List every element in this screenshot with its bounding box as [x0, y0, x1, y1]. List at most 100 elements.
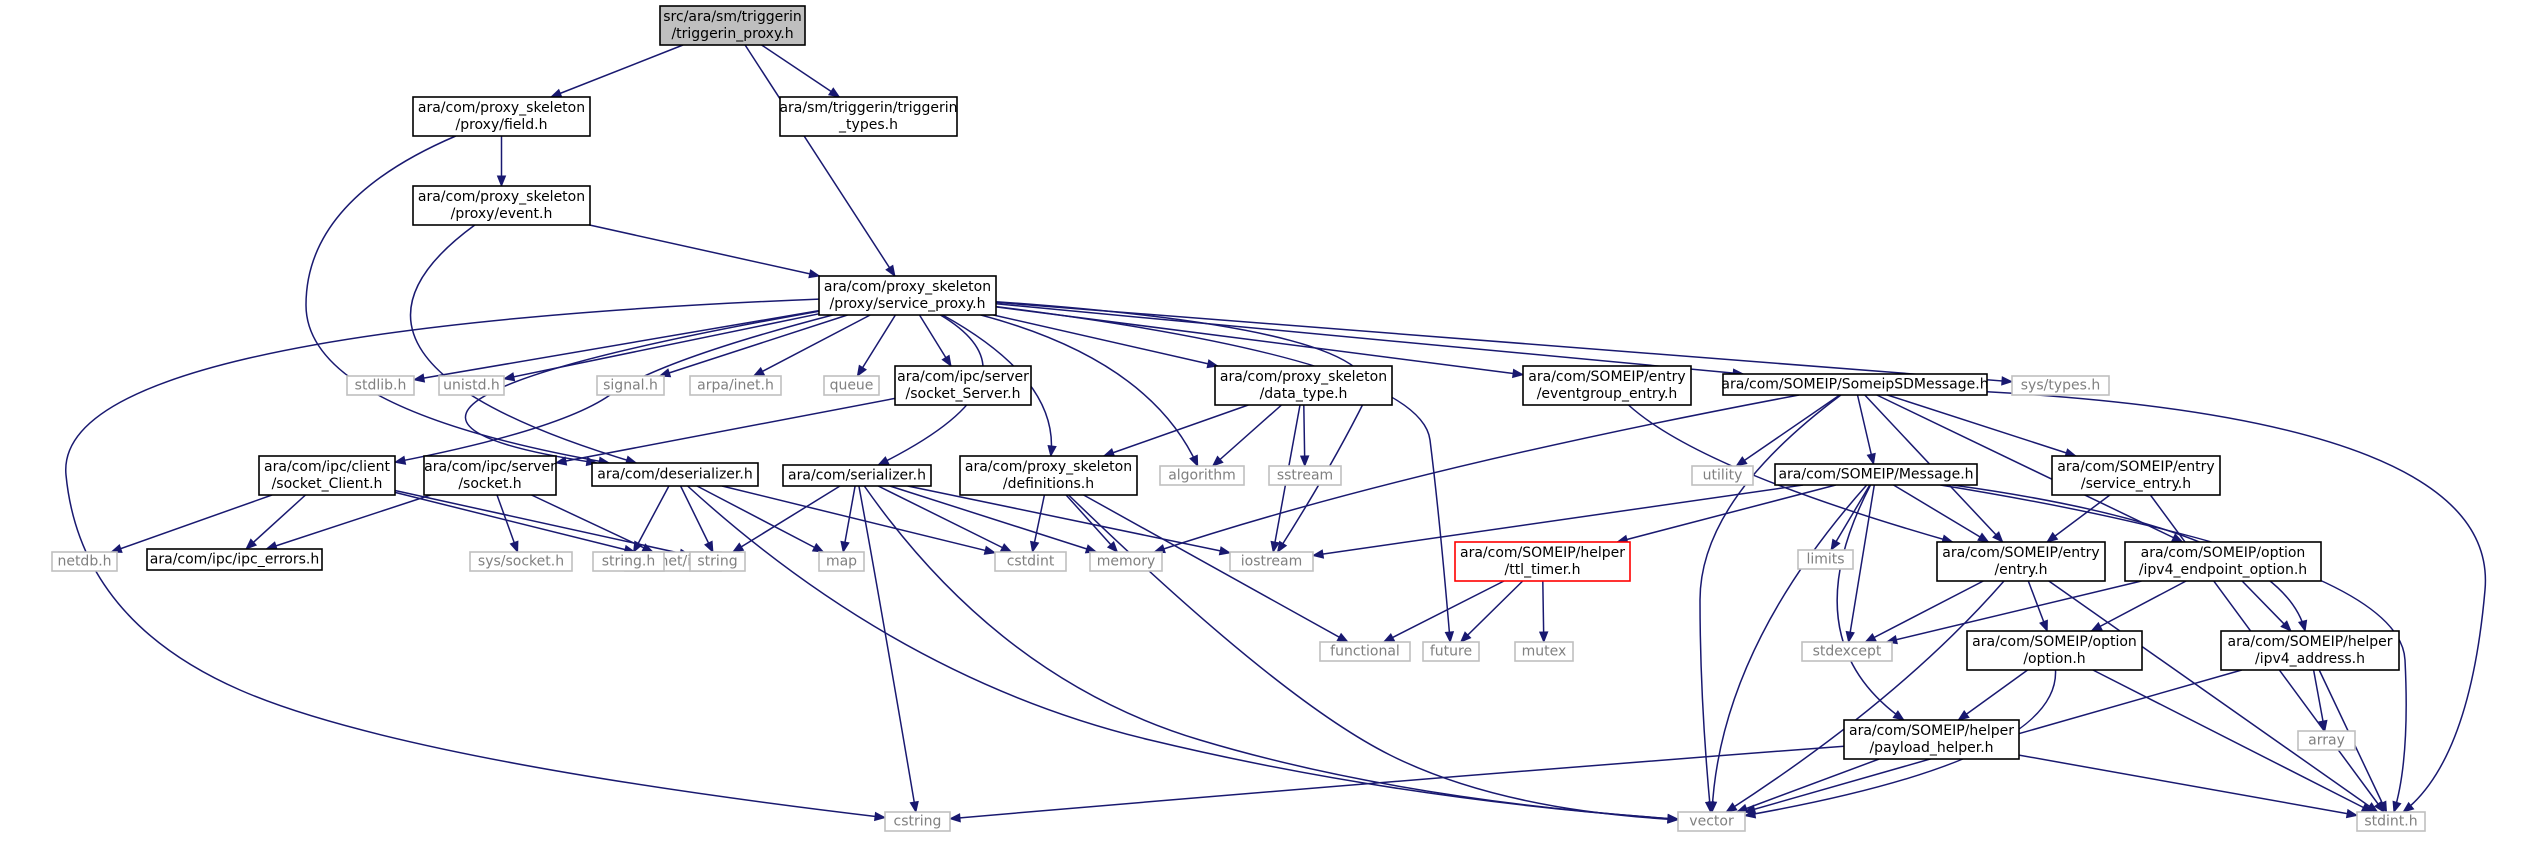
node-deserializer[interactable]: ara/com/deserializer.h: [591, 462, 759, 487]
node-payload-helper[interactable]: ara/com/SOMEIP/helper/payload_helper.h: [1843, 719, 2020, 760]
edge-option-to-payload_helper: [1957, 669, 2029, 721]
node-option[interactable]: ara/com/SOMEIP/option/option.h: [1966, 630, 2143, 671]
node-box: [51, 551, 118, 572]
node-label-line: sys/types.h: [2021, 378, 2100, 394]
edge-arrowhead: [2402, 801, 2415, 813]
edge-someipsd-to-service_entry: [1887, 394, 2077, 457]
edge-someipsd-to-message: [1856, 394, 1875, 465]
edge-arrowhead: [999, 543, 1013, 553]
edge-arrowhead: [393, 455, 407, 465]
edge-field-to-deserializer: [305, 135, 610, 464]
node-label-line: limits: [1806, 552, 1844, 568]
edge-arrowhead: [909, 800, 919, 814]
edge-arrowhead: [1047, 445, 1057, 458]
node-label-line: algorithm: [1168, 468, 1236, 484]
node-label-line: /socket_Server.h: [906, 386, 1021, 402]
edge-serializer-to-cstdint: [877, 485, 1012, 553]
node-label-line: /proxy/field.h: [455, 117, 547, 133]
edge-arrowhead: [1735, 456, 1748, 467]
node-box: [1159, 465, 1245, 486]
edge-arrowhead: [941, 354, 952, 368]
edge-data_type-to-algorithm: [1212, 404, 1282, 467]
node-triggerin-types[interactable]: ara/sm/triggerin/triggerin_types.h: [779, 96, 958, 137]
node-ipv4-endpoint[interactable]: ara/com/SOMEIP/option/ipv4_endpoint_opti…: [2124, 541, 2322, 582]
node-box: [818, 551, 865, 572]
edge-event-to-service_proxy: [589, 224, 820, 277]
node-box: [959, 455, 1138, 496]
node-box: [1936, 541, 2106, 582]
node-box: [659, 5, 806, 46]
node-message[interactable]: ara/com/SOMEIP/Message.h: [1774, 463, 1978, 486]
node-eventgroup-entry[interactable]: ara/com/SOMEIP/entry/eventgroup_entry.h: [1522, 365, 1692, 406]
node-label-line: mutex: [1522, 644, 1567, 660]
edge-service_entry-to-entry: [2046, 494, 2111, 543]
edge-message-to-stdint: [1940, 484, 2407, 813]
node-service-entry[interactable]: ara/com/SOMEIP/entry/service_entry.h: [2051, 455, 2221, 496]
edge-arrowhead: [658, 368, 672, 378]
node-socket-server[interactable]: ara/com/ipc/server/socket_Server.h: [894, 365, 1032, 406]
edge-message-to-iostream: [1312, 484, 1804, 557]
node-memory: memory: [1089, 551, 1163, 572]
edge-arrowhead: [1538, 631, 1549, 644]
node-service-proxy[interactable]: ara/com/proxy_skeleton/proxy/service_pro…: [818, 275, 997, 316]
edge-entry-to-vector: [1725, 580, 2005, 813]
node-ttl-timer[interactable]: ara/com/SOMEIP/helper/ttl_timer.h: [1454, 541, 1631, 582]
node-label-line: ara/com/SOMEIP/option: [2141, 545, 2306, 561]
edge-arrowhead: [2090, 621, 2103, 632]
edge-arrowhead: [752, 366, 766, 377]
node-serializer[interactable]: ara/com/serializer.h: [782, 464, 932, 487]
node-data-type[interactable]: ara/com/proxy_skeleton/data_type.h: [1214, 365, 1393, 406]
edge-arrowhead: [1029, 540, 1040, 554]
node-label-line: arpa/inet.h: [697, 378, 774, 394]
node-signal: signal.h: [596, 375, 665, 396]
node-label-line: ara/com/proxy_skeleton: [965, 459, 1132, 475]
edge-service_proxy-to-sys_types: [995, 301, 2013, 383]
edge-socket_server-to-ipc_socket: [555, 397, 896, 464]
node-field[interactable]: ara/com/proxy_skeleton/proxy/field.h: [412, 96, 591, 137]
edge-arrowhead: [245, 538, 258, 550]
edge-service_proxy-to-future: [995, 305, 1451, 643]
node-box: [423, 455, 557, 496]
node-event[interactable]: ara/com/proxy_skeleton/proxy/event.h: [412, 185, 591, 226]
edge-event-to-deserializer: [409, 224, 637, 464]
edge-root-to-service_proxy: [744, 44, 896, 277]
edge-arrowhead: [1276, 540, 1288, 554]
node-ipv4-address[interactable]: ara/com/SOMEIP/helper/ipv4_address.h: [2220, 630, 2400, 671]
edge-data_type-to-definitions: [1103, 404, 1249, 457]
node-ipc-errors[interactable]: ara/com/ipc/ipc_errors.h: [146, 548, 323, 571]
node-box: [1677, 811, 1746, 832]
node-label-line: /payload_helper.h: [1869, 740, 1993, 756]
edge-arrowhead: [2280, 620, 2292, 632]
edge-entry-to-stdexcept: [1865, 580, 1984, 643]
node-label-line: /ttl_timer.h: [1504, 562, 1580, 578]
node-label-line: functional: [1330, 644, 1400, 660]
node-someipsd[interactable]: ara/com/SOMEIP/SomeipSDMessage.h: [1721, 373, 1989, 396]
edge-arrowhead: [1957, 710, 1970, 721]
node-utility: utility: [1691, 465, 1754, 486]
node-array: array: [2297, 730, 2356, 751]
node-ipc-socket[interactable]: ara/com/ipc/server/socket.h: [423, 455, 557, 496]
edge-arrowhead: [1707, 801, 1718, 814]
node-sys-types: sys/types.h: [2011, 375, 2110, 396]
node-box: [1843, 719, 2020, 760]
node-label-line: array: [2308, 733, 2345, 749]
node-map: map: [818, 551, 865, 572]
node-label-line: string: [697, 554, 737, 570]
node-entry[interactable]: ara/com/SOMEIP/entry/entry.h: [1936, 541, 2106, 582]
node-label-line: ara/com/ipc/server: [897, 369, 1029, 385]
node-mutex: mutex: [1514, 641, 1574, 662]
edge-arrowhead: [554, 456, 568, 466]
node-label-line: unistd.h: [443, 378, 500, 394]
edge-arrowhead: [412, 373, 426, 383]
edge-serializer-to-vector: [863, 485, 1679, 820]
node-box: [1966, 630, 2143, 671]
node-root[interactable]: src/ara/sm/triggerin/triggerin_proxy.h: [659, 5, 806, 46]
node-label-line: stdlib.h: [355, 378, 407, 394]
edge-arrowhead: [731, 542, 745, 553]
node-label-line: /ipv4_address.h: [2255, 651, 2365, 667]
node-socket-client[interactable]: ara/com/ipc/client/socket_Client.h: [258, 455, 396, 496]
edge-arrowhead: [2318, 719, 2328, 733]
node-definitions[interactable]: ara/com/proxy_skeleton/definitions.h: [959, 455, 1138, 496]
edge-serializer-to-map: [842, 485, 856, 553]
edge-socket_client-to-netinet_in: [394, 491, 635, 553]
